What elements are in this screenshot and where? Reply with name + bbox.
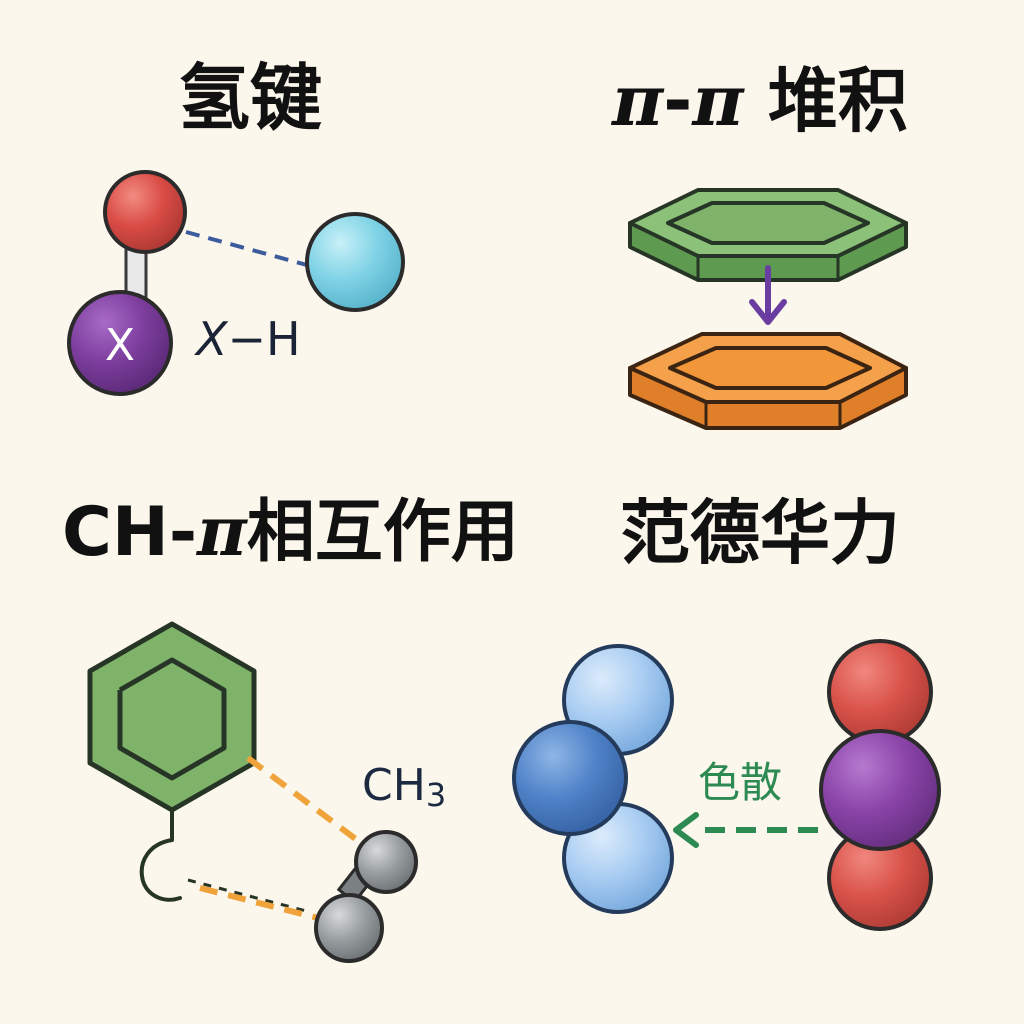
pi-symbol-2: π: [692, 59, 744, 142]
hydrogen-bond-illustration: X: [67, 170, 405, 396]
methyl-carbon-atom: [354, 830, 418, 894]
van-der-waals-illustration: [512, 639, 941, 931]
van-der-waals-title: 范德华力: [620, 492, 900, 574]
hydrogen-bond-title: 氢键: [178, 56, 323, 140]
ch3-label-subscript: 3: [425, 776, 447, 814]
red-atom-top: [827, 639, 933, 745]
green-ring-inner: [666, 201, 870, 245]
dispersion-label: 色散: [698, 758, 783, 807]
purple-atom-middle: [819, 729, 941, 851]
ch-pi-word: 相互作用: [246, 493, 519, 572]
benzene-ring: [87, 621, 257, 813]
pi-dash: -: [663, 60, 693, 142]
hydrogen-bond-dash: [185, 230, 319, 270]
benzene-inner-ring: [117, 657, 227, 781]
oxygen-atom: [103, 170, 187, 254]
ch-pi-title: CH-π相互作用: [62, 498, 519, 567]
dispersion-arrow-head: [673, 812, 699, 848]
ch3-label-main: CH: [362, 760, 426, 811]
ch-pi-interaction-lower: [199, 885, 319, 921]
x-h-label-x: X: [196, 312, 228, 366]
ch-short-contact: [187, 878, 311, 914]
x-h-label: X−H: [196, 316, 301, 362]
orange-ring-inner: [668, 346, 872, 390]
ch3-label: CH3: [362, 764, 447, 814]
x-atom: [67, 290, 173, 396]
ch-pi-illustration: [87, 621, 418, 963]
stacking-arrow-head: [749, 299, 787, 325]
pi-stacking-title: π-π 堆积: [612, 66, 908, 137]
pi-stacking-word: 堆积: [743, 60, 908, 142]
ch-pi-symbol: π: [197, 492, 247, 572]
ring-substituent-hook: [139, 838, 182, 902]
blue-atom-middle: [512, 720, 628, 836]
ch-prefix: CH-: [62, 493, 198, 572]
hydrogen-atom: [314, 893, 384, 963]
ch-pi-interaction-upper: [246, 755, 367, 849]
acceptor-atom: [305, 212, 405, 312]
x-atom-label: X: [105, 320, 135, 371]
pi-stacking-illustration: [628, 188, 908, 430]
pi-symbol-1: π: [612, 59, 664, 142]
x-h-label-h: −H: [227, 312, 301, 366]
